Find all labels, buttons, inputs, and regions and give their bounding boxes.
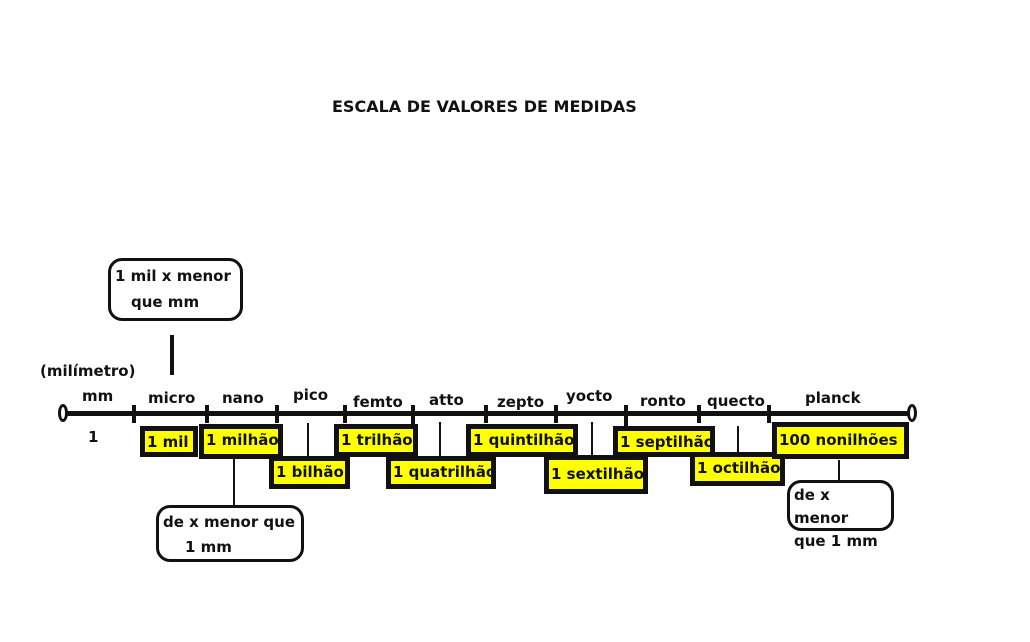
- prefix-label: pico: [293, 386, 329, 404]
- value-box: 1 milhão: [199, 424, 283, 459]
- note-line: de x menor: [794, 486, 849, 527]
- note-line: que mm: [131, 293, 200, 311]
- scale-axis: [62, 411, 914, 416]
- value-box: 1 mil: [140, 426, 198, 457]
- tick: [484, 405, 488, 423]
- prefix-label: yocto: [566, 387, 613, 405]
- tick: [132, 405, 136, 423]
- prefix-label: atto: [429, 391, 464, 409]
- prefix-label: ronto: [640, 392, 686, 410]
- connector-line: [838, 460, 840, 482]
- note-line: 1 mm: [185, 538, 232, 556]
- note-bubble-right: de x menor que 1 mm: [787, 480, 894, 550]
- tick: [275, 405, 279, 423]
- tick: [343, 405, 347, 423]
- value-box: 1 bilhão: [269, 456, 350, 489]
- prefix-label: planck: [805, 389, 861, 407]
- connector-line: [307, 423, 309, 458]
- tick: [767, 405, 771, 423]
- value-box: 1 quintilhão: [466, 424, 578, 457]
- connector-line: [233, 458, 235, 508]
- connector-line: [170, 335, 174, 375]
- value-box: 1 septilhão: [613, 426, 715, 457]
- connector-line: [591, 422, 593, 458]
- note-line: 1 mil x menor: [115, 267, 231, 285]
- prefix-label: quecto: [707, 392, 765, 410]
- note-line: de x menor que: [163, 513, 296, 531]
- prefix-label: nano: [222, 389, 264, 407]
- value-box: 1 octilhão: [690, 452, 785, 486]
- connector-line: [737, 426, 739, 454]
- tick: [697, 405, 701, 423]
- prefix-label: micro: [148, 389, 196, 407]
- value-box: 100 nonilhões: [772, 422, 909, 459]
- prefix-label: femto: [353, 393, 403, 411]
- axis-start-marker: [58, 404, 68, 422]
- base-unit-name: (milímetro): [40, 362, 136, 380]
- base-value: 1: [88, 428, 99, 446]
- note-line: que 1 mm: [794, 532, 878, 550]
- tick: [205, 405, 209, 423]
- axis-end-marker: [907, 404, 917, 422]
- note-bubble-bottom: de x menor que 1 mm: [156, 505, 304, 562]
- note-bubble-top: 1 mil x menor que mm: [108, 258, 243, 321]
- connector-line: [439, 422, 441, 458]
- prefix-label: zepto: [497, 393, 545, 411]
- tick: [554, 405, 558, 423]
- tick: [411, 405, 415, 429]
- value-box: 1 sextilhão: [544, 455, 648, 494]
- tick: [624, 405, 628, 429]
- base-unit: mm: [82, 387, 114, 405]
- value-box: 1 trilhão: [334, 424, 418, 457]
- diagram-title: ESCALA DE VALORES DE MEDIDAS: [332, 97, 637, 116]
- value-box: 1 quatrilhão: [386, 456, 496, 489]
